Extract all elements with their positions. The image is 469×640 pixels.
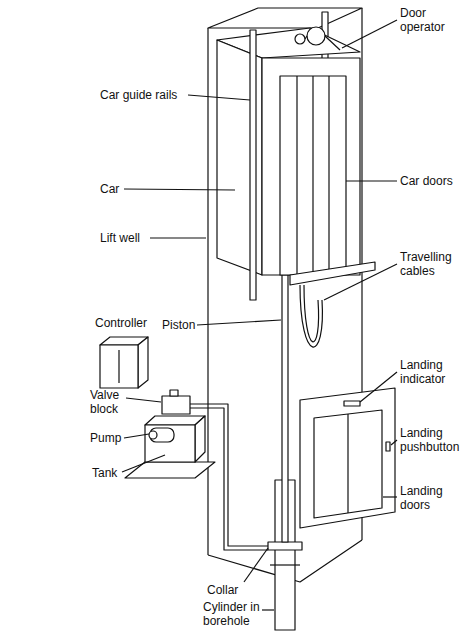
tank: [145, 425, 195, 462]
part-label: Collar: [207, 583, 238, 597]
leader-line: [126, 398, 161, 402]
oil-pipe: [190, 408, 268, 550]
leader-line: [124, 434, 149, 438]
leader-line: [262, 609, 274, 610]
controller: [100, 345, 138, 388]
part-label: Valve block: [90, 388, 130, 416]
leader-line: [360, 372, 397, 402]
part-label: Controller: [95, 316, 147, 330]
oil-pipe: [190, 404, 268, 546]
car-door-frame: [280, 76, 346, 275]
landing-door-split: [347, 414, 348, 513]
travelling-cable: [300, 285, 322, 347]
door-operator: [307, 27, 325, 45]
leader-line: [124, 189, 235, 190]
travelling-cable: [304, 285, 319, 342]
part-label: Landing indicator: [400, 358, 462, 386]
leader-line: [150, 237, 206, 238]
valve-block: [170, 390, 178, 396]
part-label: Car guide rails: [100, 88, 177, 102]
car-front: [262, 58, 360, 275]
landing-indicator: [344, 401, 360, 406]
leader-line: [391, 440, 397, 445]
pump: [150, 428, 174, 442]
collar: [268, 542, 302, 550]
controller-door: [118, 350, 119, 383]
leader-line: [197, 320, 281, 325]
pump: [149, 431, 157, 439]
car-door-panel: [328, 76, 329, 275]
part-label: Cylinder in borehole: [203, 600, 271, 628]
part-label: Tank: [92, 466, 117, 480]
leader-line: [383, 496, 397, 497]
leader-line: [346, 180, 397, 181]
door-operator: [295, 34, 305, 44]
door-operator: [305, 36, 307, 39]
valve-block: [162, 396, 190, 414]
well-top: [208, 8, 362, 28]
machine-shelf: [125, 462, 215, 478]
part-label: Travelling cables: [400, 250, 462, 278]
landing-frame: [300, 388, 395, 528]
door-operator-arm: [325, 36, 340, 50]
car-door-panel: [296, 76, 297, 275]
car-door-panel: [312, 76, 313, 275]
controller-side: [138, 337, 148, 388]
part-label: Landing doors: [400, 484, 462, 512]
leader-line: [122, 455, 165, 472]
landing-pushbutton: [386, 442, 390, 451]
part-label: Piston: [162, 318, 195, 332]
part-label: Door operator: [400, 6, 462, 34]
well-edge: [207, 28, 208, 555]
part-label: Lift well: [100, 231, 140, 245]
part-label: Pump: [90, 431, 121, 445]
part-label: Landing pushbutton: [400, 426, 464, 454]
piston: [282, 270, 288, 542]
leader-line: [324, 264, 397, 300]
guide-rail: [250, 30, 256, 300]
landing-door: [314, 410, 382, 518]
part-label: Car: [100, 182, 119, 196]
part-label: Car doors: [400, 174, 453, 188]
tank-side: [195, 416, 205, 462]
leader-line: [244, 548, 268, 582]
leader-line: [188, 95, 250, 100]
leader-line: [342, 20, 397, 48]
borehole-edge: [270, 564, 300, 565]
